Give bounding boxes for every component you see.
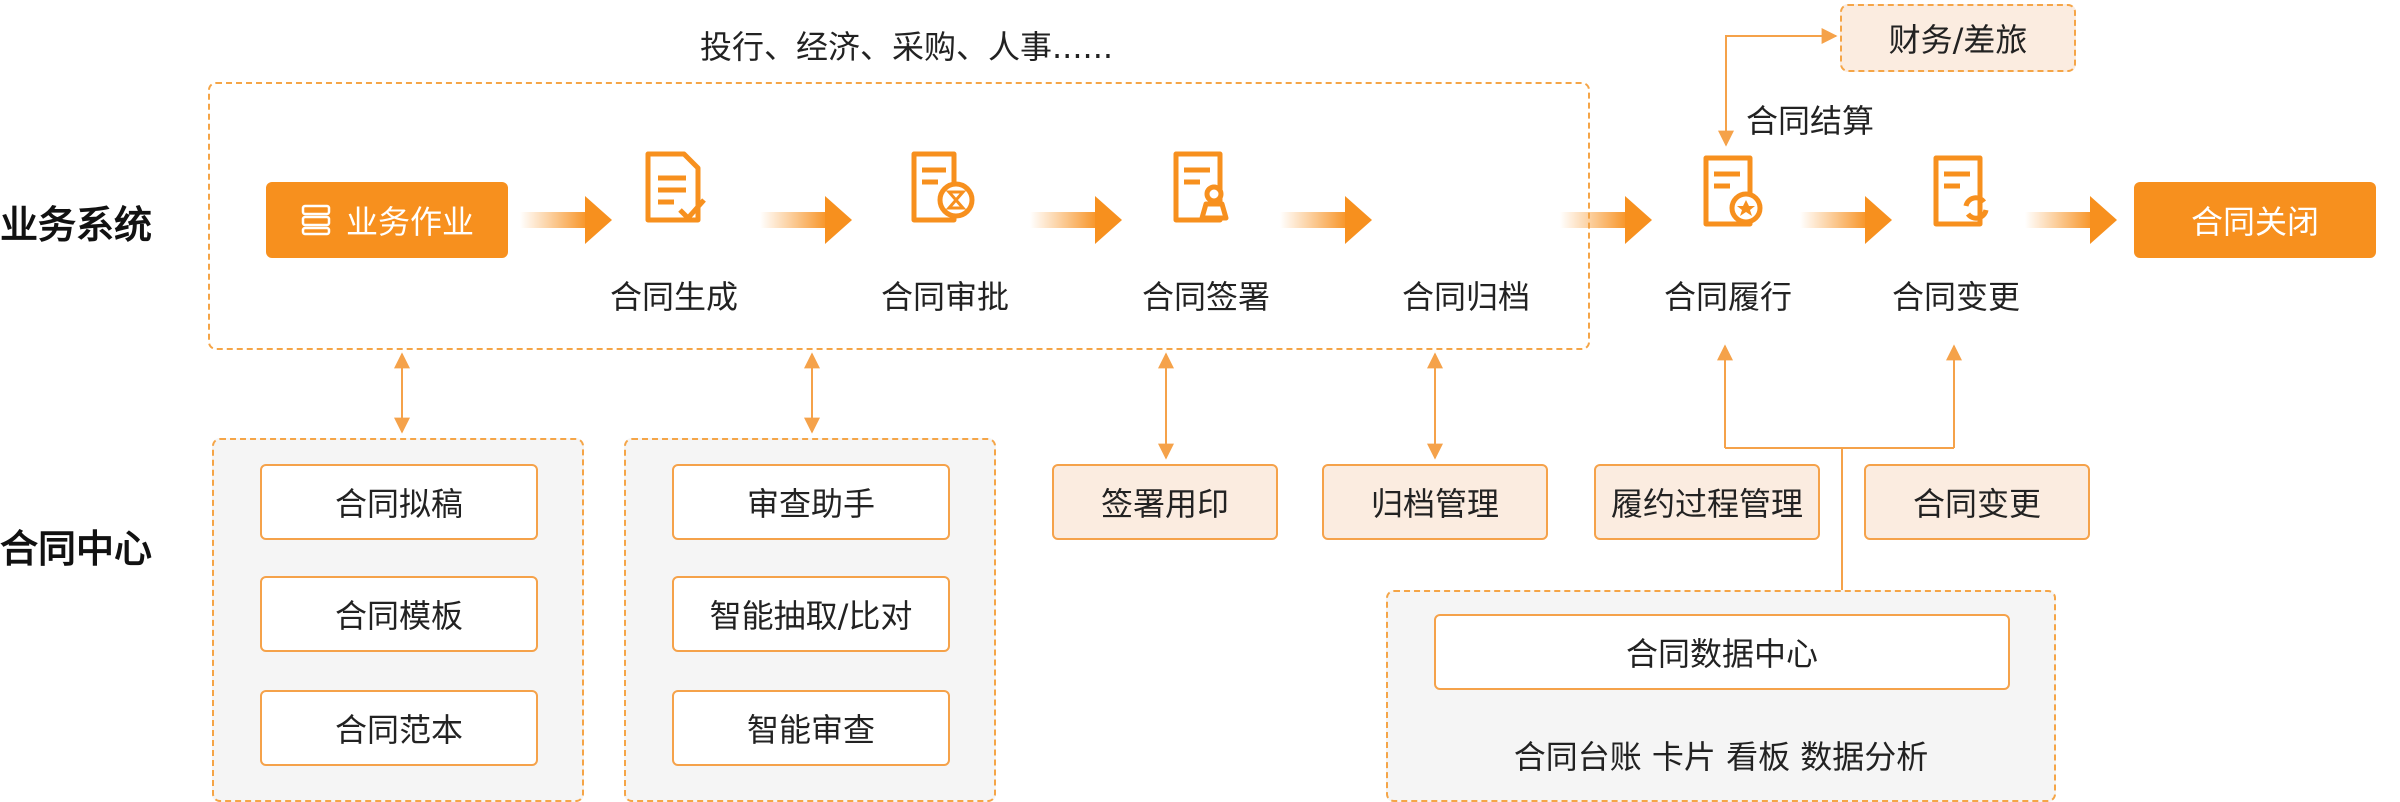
contract-sample-button[interactable]: 合同范本 <box>260 690 538 766</box>
flow-arrow-2 <box>760 196 852 244</box>
business-system-frame <box>208 82 1590 350</box>
step-change: 合同变更 <box>1891 278 2020 316</box>
data-center-button[interactable]: 合同数据中心 <box>1434 614 2010 690</box>
step-perform: 合同履行 <box>1663 278 1792 316</box>
business-work-label: 业务作业 <box>345 203 474 241</box>
doc-change-icon <box>1933 155 1989 227</box>
list-icon <box>301 204 331 236</box>
data-center-subtitle: 合同台账 卡片 看板 数据分析 <box>1513 738 1929 776</box>
contract-change-button[interactable]: 合同变更 <box>1864 464 2090 540</box>
doc-edit-icon <box>645 151 706 223</box>
finance-box[interactable]: 财务/差旅 <box>1840 4 2076 72</box>
step-sign: 合同签署 <box>1141 278 1270 316</box>
business-work-button[interactable]: 业务作业 <box>266 182 508 258</box>
doc-settle-icon <box>1703 155 1763 227</box>
review-assistant-button[interactable]: 审查助手 <box>672 464 950 540</box>
contract-template-button[interactable]: 合同模板 <box>260 576 538 652</box>
flow-arrow-6 <box>1800 196 1892 244</box>
flow-arrow-7 <box>2025 196 2117 244</box>
flow-arrow-3 <box>1030 196 1122 244</box>
doc-approve-icon <box>911 151 975 223</box>
performance-manage-button[interactable]: 履约过程管理 <box>1594 464 1820 540</box>
sign-seal-button[interactable]: 签署用印 <box>1052 464 1278 540</box>
top-note: 投行、经济、采购、人事...... <box>700 28 1114 66</box>
step-archive: 合同归档 <box>1401 278 1530 316</box>
flow-arrow-1 <box>520 196 612 244</box>
contract-close-button[interactable]: 合同关闭 <box>2134 182 2376 258</box>
archive-manage-button[interactable]: 归档管理 <box>1322 464 1548 540</box>
smart-review-button[interactable]: 智能审查 <box>672 690 950 766</box>
step-approve: 合同审批 <box>880 278 1009 316</box>
smart-extract-compare-button[interactable]: 智能抽取/比对 <box>672 576 950 652</box>
contract-drafting-button[interactable]: 合同拟稿 <box>260 464 538 540</box>
doc-sign-icon <box>1173 151 1229 223</box>
contract-center-label: 合同中心 <box>0 527 153 571</box>
business-system-label: 业务系统 <box>0 203 153 247</box>
flow-arrow-4 <box>1280 196 1372 244</box>
step-generate: 合同生成 <box>609 278 738 316</box>
settlement-label: 合同结算 <box>1746 102 1875 140</box>
flow-arrow-5 <box>1560 196 1652 244</box>
